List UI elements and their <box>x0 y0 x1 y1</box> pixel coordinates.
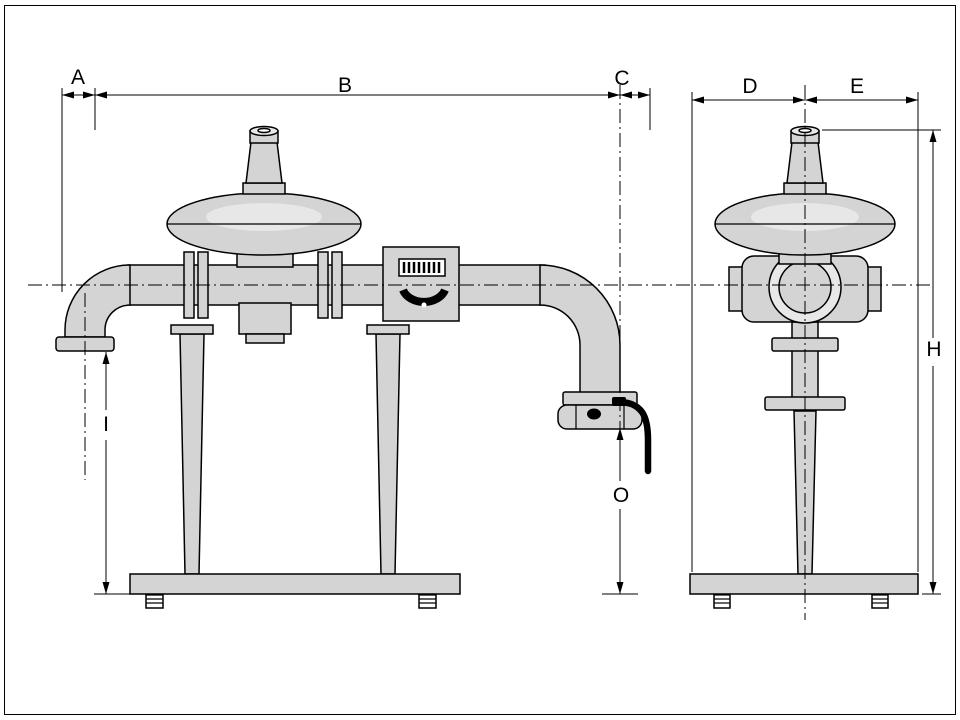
dial-needle <box>421 302 427 308</box>
dimensions: A B C D E H <box>61 66 942 595</box>
front-view <box>55 125 652 609</box>
dimension-label-e: E <box>850 75 864 98</box>
dimension-h: H <box>822 129 942 595</box>
meter-dial <box>399 288 449 306</box>
support-stand-left <box>170 324 214 575</box>
pressure-regulator <box>166 125 362 344</box>
dimension-i: I <box>94 352 132 595</box>
dimension-label-h: H <box>926 338 941 361</box>
dimension-label-d: D <box>742 75 757 98</box>
dimension-chain-de: D E <box>691 75 919 572</box>
meter-housing <box>382 246 460 322</box>
dimension-label-i: I <box>103 413 109 436</box>
regulator-bottom-plate <box>245 333 285 344</box>
dimension-label-c: C <box>614 67 629 90</box>
gas-meter <box>382 246 460 322</box>
dimension-label-o: O <box>613 484 629 507</box>
spring-tower <box>245 141 283 184</box>
support-stand-right <box>366 324 410 575</box>
stand-saddle <box>170 324 214 335</box>
dimension-o: O <box>602 428 638 595</box>
stand-column <box>179 333 205 575</box>
outlet-valve <box>557 404 643 430</box>
base-plate <box>689 573 919 595</box>
regulator-lower-body <box>238 302 292 335</box>
dimension-label-a: A <box>71 66 85 89</box>
valve-handle <box>612 397 652 475</box>
adjustment-cap <box>249 125 279 144</box>
valve-ball <box>587 408 601 420</box>
stand-saddle <box>366 324 410 335</box>
side-view <box>689 125 919 609</box>
stand-column <box>375 333 401 575</box>
dimension-label-b: B <box>338 74 352 97</box>
pressure-regulator-end <box>714 125 896 265</box>
dome-highlight <box>206 203 322 231</box>
register-digits <box>402 262 441 273</box>
dimension-chain-abc: A B C <box>61 66 651 292</box>
inlet-elbow <box>64 264 131 338</box>
centerlines <box>28 85 930 620</box>
spring-collar <box>242 182 286 195</box>
adjustment-cap <box>790 125 820 144</box>
drawing-border <box>4 5 956 715</box>
base-plate <box>129 573 461 595</box>
